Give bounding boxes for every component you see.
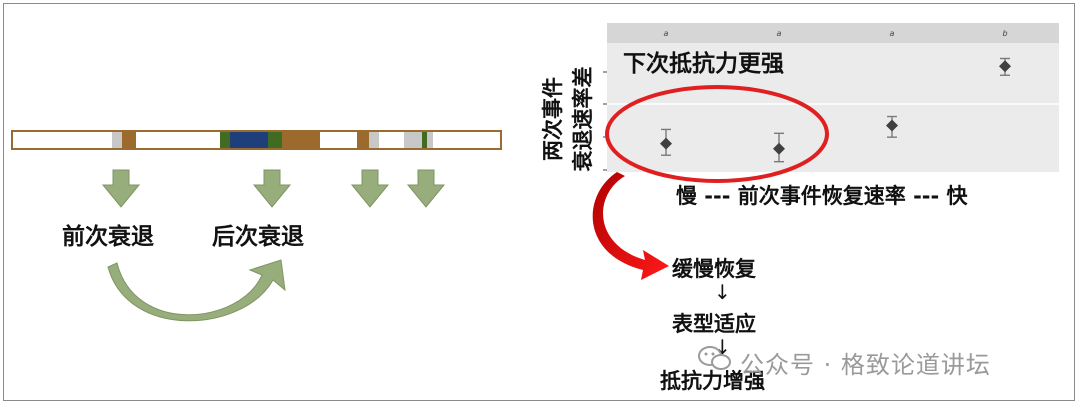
data-point-group — [660, 128, 672, 156]
down-arrow-icon-4 — [406, 169, 446, 208]
flow-step-1: 缓慢恢复 — [672, 257, 756, 281]
flow-arrow-1: ↓ — [714, 280, 731, 304]
watermark-text: 公众号 · 格致论道讲坛 — [740, 351, 991, 379]
data-point-diamond — [999, 60, 1011, 73]
significance-letter: a — [664, 29, 669, 38]
timeline-diagram — [11, 130, 502, 322]
data-point-diamond — [660, 137, 672, 150]
curved-arrow-icon — [107, 259, 286, 322]
significance-letter: b — [1002, 29, 1007, 38]
flow-step-2: 表型适应 — [672, 312, 756, 336]
wechat-logo-icon — [698, 346, 731, 370]
chart-annotation: 下次抵抗力更强 — [623, 51, 784, 77]
y-axis-ticks — [603, 71, 607, 171]
segment-blue-1 — [230, 132, 268, 148]
segment-gray-1 — [112, 132, 122, 148]
chart-y-label-line2: 衰退速率差 — [571, 66, 595, 172]
segment-brown-2 — [282, 132, 320, 148]
significance-letter: a — [890, 29, 895, 38]
segment-green-2 — [268, 132, 282, 148]
chart-strip-header — [607, 23, 1059, 43]
segment-green-3 — [422, 132, 427, 148]
segment-gray-3 — [404, 132, 422, 148]
data-point-group — [886, 115, 898, 138]
highlight-ellipse — [605, 85, 829, 183]
segment-brown-3 — [357, 132, 369, 148]
flow-arrow-2: ↓ — [714, 335, 731, 359]
data-point-diamond — [886, 119, 898, 132]
segment-brown-1 — [122, 132, 136, 148]
down-arrow-icon-2 — [252, 169, 292, 208]
down-arrow-icon-3 — [350, 169, 390, 208]
segment-gray-4 — [427, 132, 433, 148]
red-curved-arrow-icon — [592, 172, 669, 280]
chart-y-label-line1: 两次事件 — [541, 77, 565, 161]
chart-x-label: 慢 --- 前次事件恢复速率 --- 快 — [676, 184, 968, 208]
label-prev-decline: 前次衰退 — [62, 224, 154, 250]
label-next-decline: 后次衰退 — [212, 224, 304, 250]
chart-plot-bg — [607, 23, 1059, 172]
segment-gray-2 — [369, 132, 379, 148]
segment-green-1 — [220, 132, 230, 148]
figure-frame — [3, 3, 1075, 401]
significance-letter: a — [777, 29, 782, 38]
data-point-group — [773, 132, 785, 163]
flow-step-3: 抵抗力增强 — [660, 369, 765, 393]
data-point-group — [999, 57, 1011, 76]
down-arrow-icon-1 — [101, 169, 141, 208]
data-point-diamond — [773, 142, 785, 155]
